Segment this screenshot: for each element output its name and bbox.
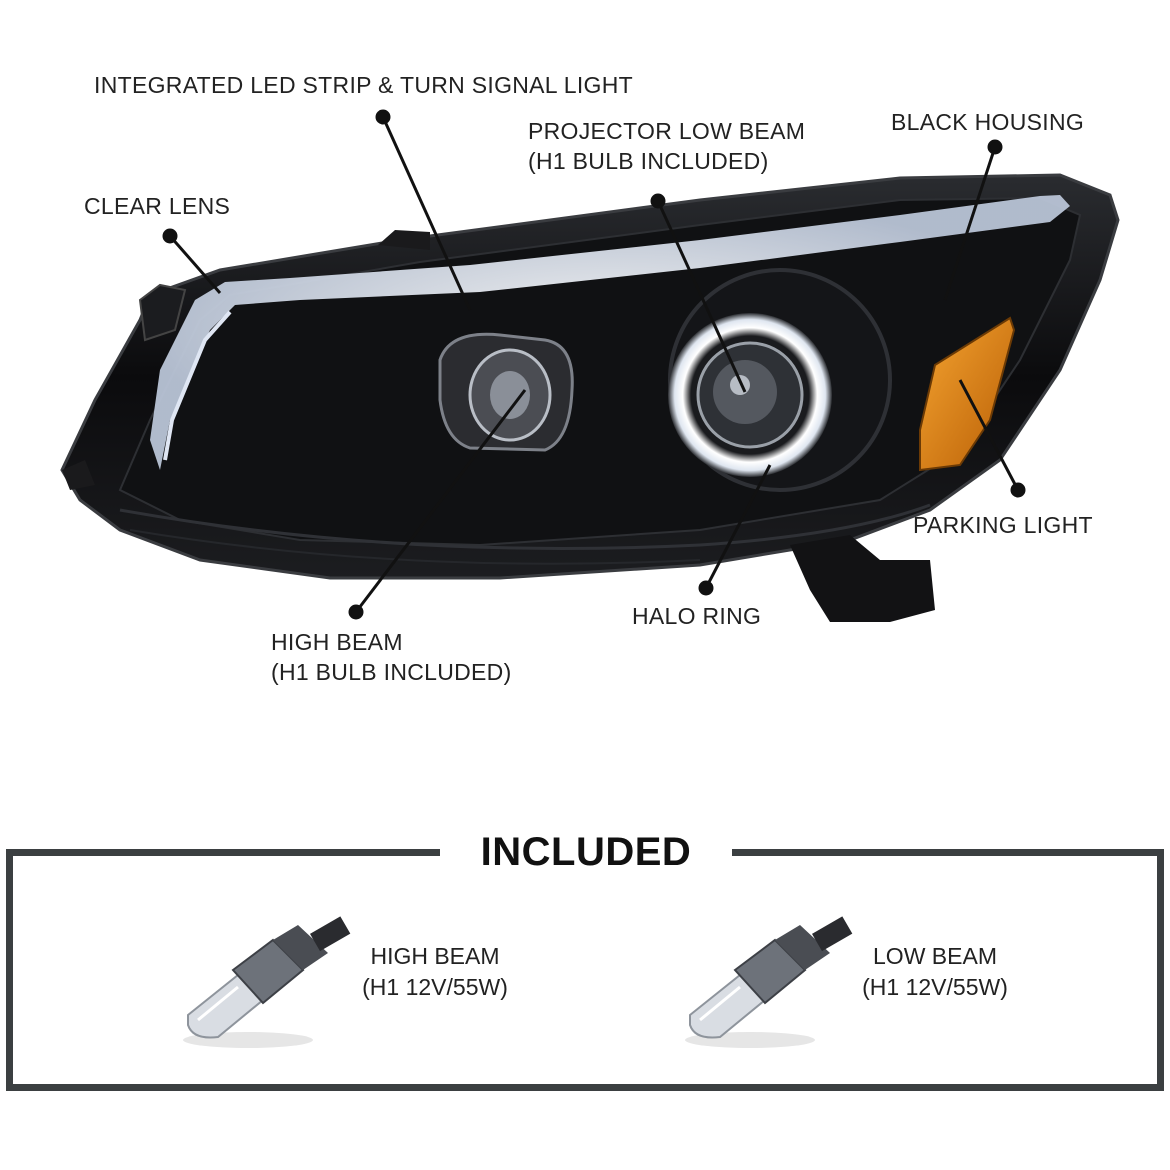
led-strip-shape: [150, 195, 1070, 470]
included-item-high-beam: HIGH BEAM (H1 12V/55W): [362, 943, 508, 1000]
black-housing-label: BLACK HOUSING: [891, 109, 1085, 135]
projector-leader: [656, 200, 747, 393]
halo-ring-leader: [704, 464, 772, 589]
black-housing-leader: [943, 146, 997, 301]
parking-light-leader: [958, 379, 1020, 491]
led-strip-label: INTEGRATED LED STRIP & TURN SIGNAL LIGHT: [94, 72, 633, 98]
parking-light-label: PARKING LIGHT: [913, 512, 1093, 538]
halo-ring-label: HALO RING: [632, 603, 762, 629]
clear-lens-leader: [168, 235, 222, 294]
included-title: INCLUDED: [480, 830, 692, 874]
high-beam-label: HIGH BEAM (H1 BULB INCLUDED): [271, 629, 512, 685]
high-beam-leader: [354, 389, 527, 613]
projector-low-beam-label: PROJECTOR LOW BEAM (H1 BULB INCLUDED): [528, 118, 806, 174]
led-strip-leader: [381, 116, 472, 311]
included-item-low-beam: LOW BEAM (H1 12V/55W): [862, 943, 1008, 1000]
h1-bulb-icon: [685, 916, 853, 1048]
h1-bulb-icon: [183, 916, 351, 1048]
mounting-bracket: [790, 535, 935, 622]
headlight-illustration: [60, 109, 1120, 622]
clear-lens-label: CLEAR LENS: [84, 193, 231, 219]
